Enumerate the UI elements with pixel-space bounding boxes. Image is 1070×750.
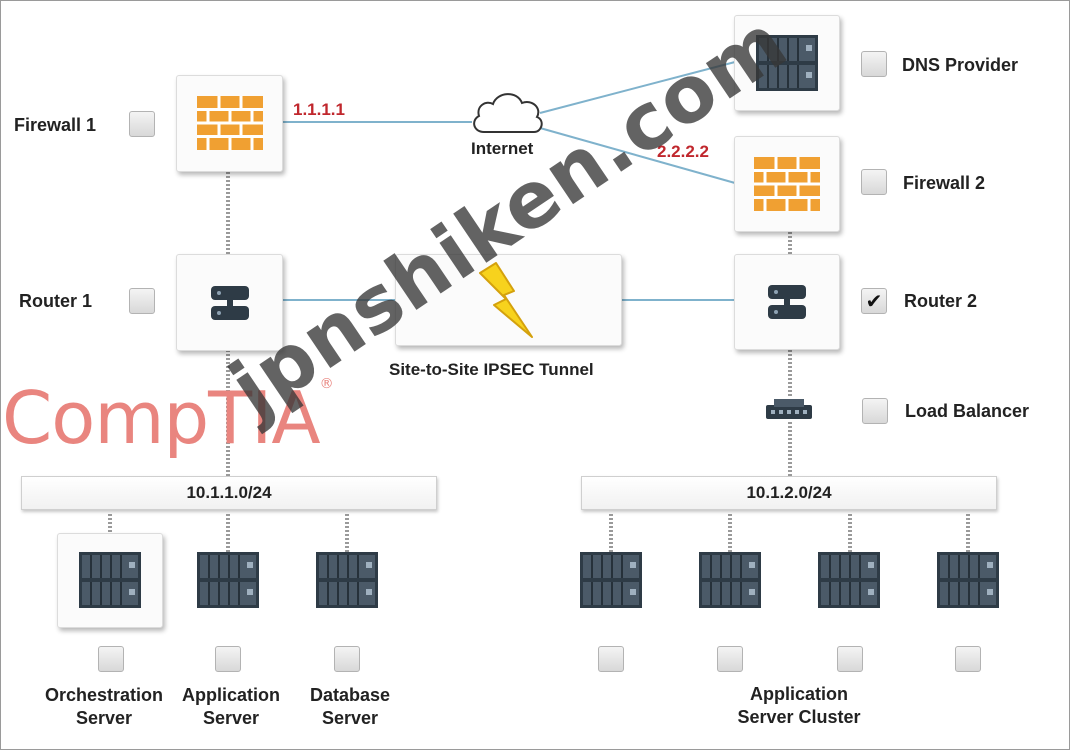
ipsec-tunnel-device[interactable] — [395, 254, 622, 346]
cluster-server-4-checkbox[interactable] — [955, 646, 981, 672]
server-icon[interactable] — [316, 552, 378, 608]
label-line: Database — [309, 685, 391, 705]
cluster-server-2-checkbox[interactable] — [717, 646, 743, 672]
orchestration-server-checkbox[interactable] — [98, 646, 124, 672]
firewall-1-checkbox[interactable] — [129, 111, 155, 137]
firewall-icon — [197, 96, 263, 150]
label-line: Application — [750, 684, 848, 704]
firewall-icon — [754, 157, 820, 211]
database-server-checkbox[interactable] — [334, 646, 360, 672]
application-server-label: Application Server — [176, 684, 286, 730]
checkmark-icon: ✔ — [865, 291, 883, 313]
firewall-2-checkbox[interactable] — [861, 169, 887, 195]
server-icon[interactable] — [699, 552, 761, 608]
server-icon — [756, 35, 818, 91]
server-icon[interactable] — [580, 552, 642, 608]
dns-provider-label: DNS Provider — [902, 55, 1019, 75]
load-balancer-checkbox[interactable] — [862, 398, 888, 424]
server-icon[interactable] — [197, 552, 259, 608]
firewall-2-label: Firewall 2 — [903, 173, 986, 193]
app-server-cluster-label: Application Server Cluster — [720, 683, 878, 729]
dns-provider-device[interactable] — [734, 15, 840, 111]
server-icon[interactable] — [818, 552, 880, 608]
router-icon — [768, 285, 806, 319]
dns-provider-checkbox[interactable] — [861, 51, 887, 77]
firewall-1-label: Firewall 1 — [14, 115, 97, 135]
orchestration-server-label: Orchestration Server — [41, 684, 167, 730]
database-server-label: Database Server — [300, 684, 400, 730]
internet-label: Internet — [471, 139, 534, 158]
subnet-left-bar: 10.1.1.0/24 — [21, 476, 437, 510]
load-balancer-label: Load Balancer — [905, 401, 1030, 421]
firewall-1-device[interactable] — [176, 75, 283, 172]
logo-text: CompTIA — [2, 376, 321, 460]
cluster-server-3-checkbox[interactable] — [837, 646, 863, 672]
server-icon — [79, 552, 141, 608]
lightning-icon — [479, 262, 533, 338]
orchestration-server-device[interactable] — [57, 533, 163, 628]
router-1-checkbox[interactable] — [129, 288, 155, 314]
label-line: Server — [202, 708, 260, 728]
router-2-device[interactable] — [734, 254, 840, 350]
firewall-1-ip: 1.1.1.1 — [293, 100, 345, 119]
router-1-device[interactable] — [176, 254, 283, 351]
firewall-2-device[interactable] — [734, 136, 840, 232]
link-internet-dns — [539, 61, 736, 114]
label-line: Server Cluster — [737, 707, 861, 727]
label-line: Orchestration — [44, 685, 164, 705]
comptia-logo: CompTIA® — [2, 376, 334, 460]
cluster-server-1-checkbox[interactable] — [598, 646, 624, 672]
cloud-icon[interactable] — [468, 86, 548, 138]
registered-mark: ® — [319, 376, 334, 392]
firewall-2-ip: 2.2.2.2 — [657, 142, 709, 161]
subnet-right-bar: 10.1.2.0/24 — [581, 476, 997, 510]
label-line: Application — [182, 685, 280, 705]
router-2-checkbox[interactable]: ✔ — [861, 288, 887, 314]
server-icon[interactable] — [937, 552, 999, 608]
load-balancer-icon[interactable] — [766, 398, 812, 422]
label-line: Server — [75, 708, 133, 728]
application-server-checkbox[interactable] — [215, 646, 241, 672]
router-2-label: Router 2 — [904, 291, 978, 311]
router-icon — [211, 286, 249, 320]
router-1-label: Router 1 — [19, 291, 93, 311]
label-line: Server — [321, 708, 379, 728]
ipsec-tunnel-label: Site-to-Site IPSEC Tunnel — [389, 360, 594, 379]
link-internet-firewall2 — [539, 127, 736, 184]
